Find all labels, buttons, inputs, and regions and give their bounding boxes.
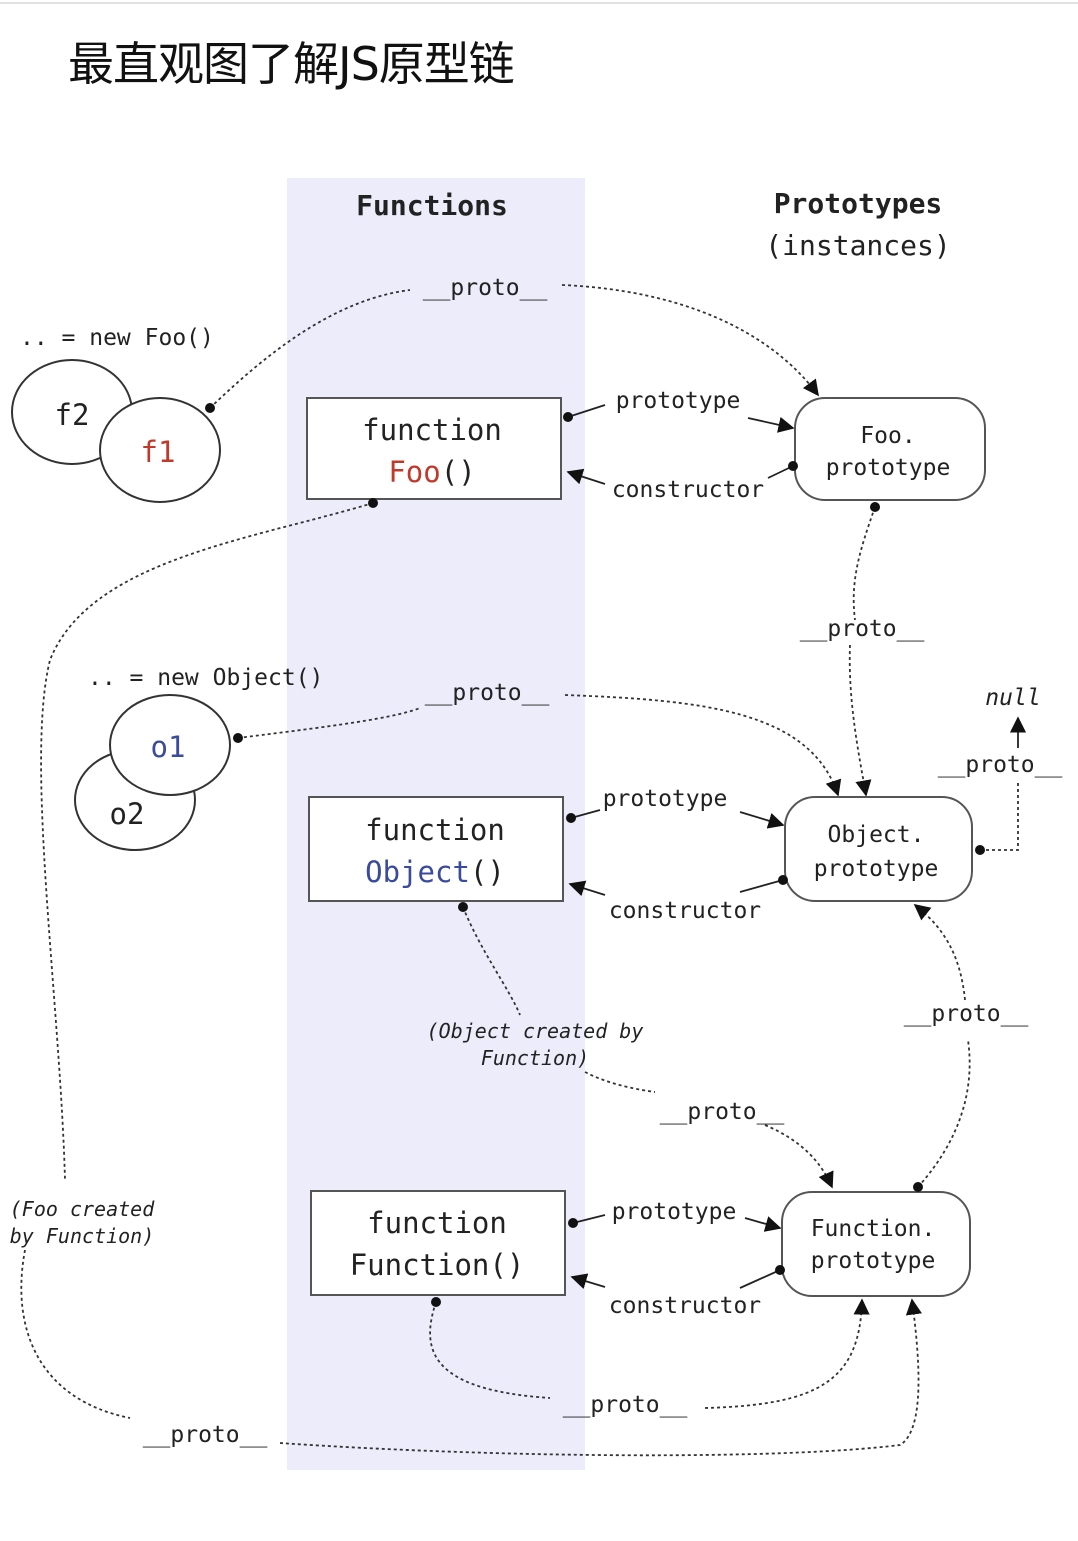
page-title: 最直观图了解JS原型链 xyxy=(68,37,515,91)
foo-name: Foo xyxy=(388,455,440,489)
constructor-label: constructor xyxy=(612,477,764,503)
foo-created-note: (Foo created xyxy=(10,1197,155,1221)
f2-label: f2 xyxy=(55,398,90,432)
constructor-label: constructor xyxy=(609,1293,761,1319)
o1-proto-edge xyxy=(237,707,421,739)
svg-text:prototype: prototype xyxy=(814,856,939,882)
f1-proto-edge xyxy=(209,289,411,409)
object-proto-arrow xyxy=(764,1124,834,1189)
function-keyword: function xyxy=(367,1206,507,1240)
proto-label: __proto__ xyxy=(563,1392,688,1418)
svg-text:Foo.: Foo. xyxy=(860,423,915,449)
foo-proto-arrow xyxy=(279,1298,922,1457)
foo-prototype-arrow xyxy=(747,416,795,433)
svg-text:prototype: prototype xyxy=(826,455,951,481)
function-proto-edge xyxy=(429,1301,551,1399)
object-proto-edge-2 xyxy=(584,1071,656,1093)
proto-label: __proto__ xyxy=(425,680,550,706)
null-label: null xyxy=(985,685,1040,711)
svg-text:Object(): Object() xyxy=(365,855,505,889)
new-foo-label: .. = new Foo() xyxy=(20,325,214,351)
proto-label: __proto__ xyxy=(423,275,548,301)
funcproto-proto-edge xyxy=(917,1039,971,1188)
function-foo-box: function Foo() xyxy=(306,397,562,500)
edges xyxy=(20,284,1027,1457)
foo-instances: .. = new Foo() f2 f1 xyxy=(11,325,221,503)
function-object-box: function Object() xyxy=(308,796,564,902)
svg-text:prototype: prototype xyxy=(811,1248,936,1274)
o1-node xyxy=(109,694,231,796)
svg-text:Foo(): Foo() xyxy=(388,455,475,489)
prototype-label: prototype xyxy=(603,786,728,812)
function-function-box: function Function() xyxy=(310,1190,566,1296)
new-object-label: .. = new Object() xyxy=(88,665,323,691)
object-created-note: (Object created by xyxy=(427,1019,644,1043)
foo-prototype-box: Foo. prototype xyxy=(794,397,986,501)
object-prototype-arrow xyxy=(739,811,785,829)
object-instances: .. = new Object() o2 o1 xyxy=(74,665,323,851)
function-prototype-edge xyxy=(572,1214,606,1224)
proto-label: __proto__ xyxy=(938,752,1063,778)
f1-label: f1 xyxy=(141,435,176,469)
foo-prototype-edge xyxy=(567,404,606,418)
object-proto-edge-1 xyxy=(462,906,521,1016)
function-prototype-box: Function. prototype xyxy=(781,1191,971,1297)
object-created-note: Function) xyxy=(481,1046,589,1070)
prototype-label: prototype xyxy=(616,388,741,414)
instances-header: (instances) xyxy=(765,229,950,262)
object-prototype-edge xyxy=(570,809,601,819)
function-name: Function() xyxy=(350,1248,525,1282)
proto-label: __proto__ xyxy=(904,1001,1029,1027)
f1-node xyxy=(99,397,221,503)
object-parens: () xyxy=(470,855,505,889)
object-constructor-edge xyxy=(739,879,784,893)
functions-header: Functions xyxy=(356,189,508,222)
prototype-label: prototype xyxy=(612,1199,737,1225)
proto-label: __proto__ xyxy=(660,1099,785,1125)
foo-constructor-arrow xyxy=(566,468,606,485)
foo-created-note: by Function) xyxy=(10,1224,155,1248)
o1-label: o1 xyxy=(151,730,186,764)
object-keyword: function xyxy=(365,813,505,847)
top-divider xyxy=(0,2,1078,4)
proto-label: __proto__ xyxy=(143,1422,268,1448)
svg-text:Object.: Object. xyxy=(828,822,925,848)
proto-label: __proto__ xyxy=(800,616,925,642)
funcproto-proto-arrow xyxy=(913,903,966,1001)
function-prototype-arrow xyxy=(744,1216,782,1232)
object-constructor-arrow xyxy=(568,880,606,897)
fooproto-proto-arrow xyxy=(848,644,872,797)
f1-proto-arrow xyxy=(561,284,819,397)
edge-labels: __proto__ prototype constructor __proto_… xyxy=(10,275,1063,1448)
foo-proto-edge-1 xyxy=(40,502,374,1181)
o2-label: o2 xyxy=(110,797,145,831)
foo-parens: () xyxy=(441,455,476,489)
fooproto-proto-edge xyxy=(852,506,876,621)
prototypes-header: Prototypes xyxy=(774,187,943,220)
function-constructor-edge xyxy=(739,1269,781,1289)
object-name: Object xyxy=(365,855,470,889)
foo-keyword: function xyxy=(362,413,502,447)
objproto-proto-edge xyxy=(980,780,1019,851)
connection-dots xyxy=(205,403,985,1307)
o1-proto-arrow xyxy=(564,694,842,797)
object-prototype-box: Object. prototype xyxy=(784,796,973,902)
foo-proto-edge-2 xyxy=(20,1249,131,1419)
svg-text:Function.: Function. xyxy=(811,1216,936,1242)
constructor-label: constructor xyxy=(609,898,761,924)
function-constructor-arrow xyxy=(570,1273,606,1289)
